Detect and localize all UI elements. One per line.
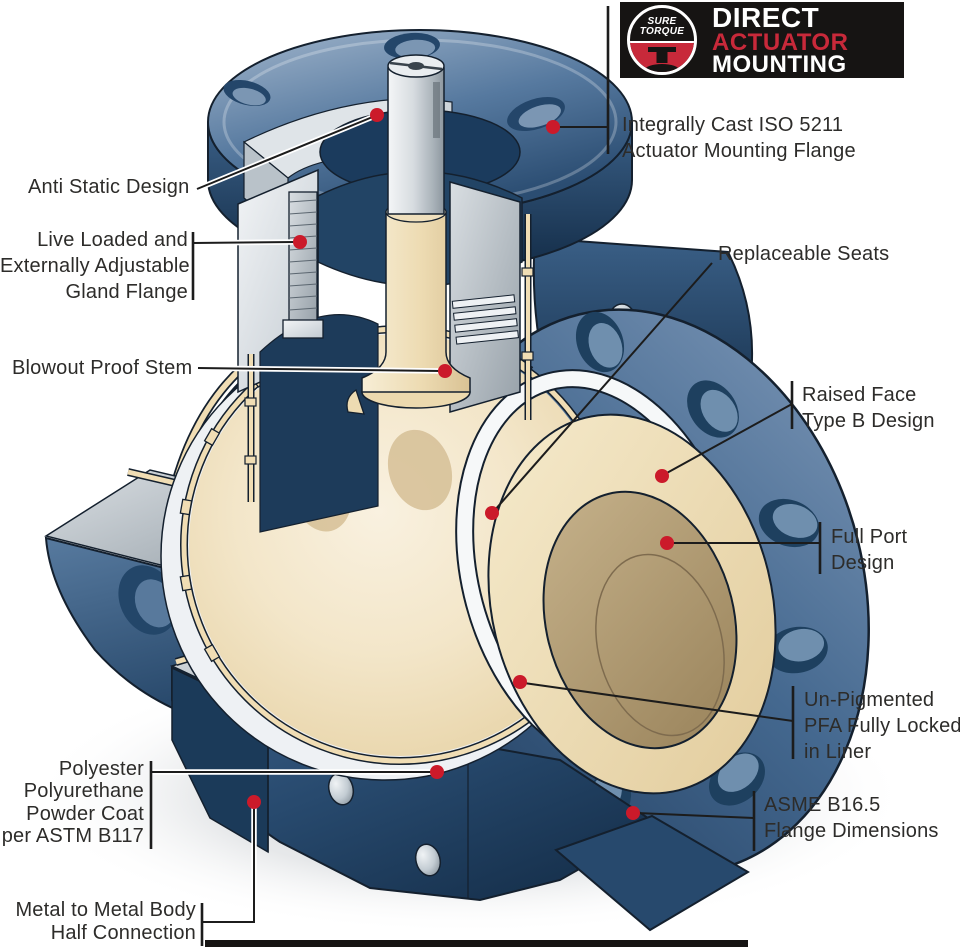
valve-stem-icon <box>648 47 676 52</box>
label-raised-face: Raised Face Type B Design <box>802 382 935 434</box>
label-line: Replaceable Seats <box>718 243 890 265</box>
label-line: Raised Face <box>802 384 917 406</box>
label-line: Blowout Proof Stem <box>12 357 193 379</box>
label-line: Gland Flange <box>65 281 188 303</box>
label-line: Live Loaded and <box>37 229 188 251</box>
label-line: Metal to Metal Body <box>15 899 196 921</box>
label-line: Un-Pigmented <box>804 689 935 711</box>
label-gland-flange: Live Loaded and Externally Adjustable Gl… <box>0 227 190 305</box>
top-flange-bolt-holes <box>223 32 565 132</box>
gland-stud <box>282 191 324 339</box>
callout-dots <box>247 108 674 820</box>
emblem-text: SURE TORQUE <box>630 17 694 37</box>
label-line: Polyester <box>58 758 144 780</box>
label-line: Anti Static Design <box>28 176 190 198</box>
bottom-foot <box>554 814 750 932</box>
label-line: ASME B16.5 <box>764 794 881 816</box>
label-line: Half Connection <box>50 922 196 944</box>
valve-stem-icon-stem <box>656 51 668 63</box>
label-line: Polyurethane <box>23 780 144 803</box>
label-line: Design <box>831 552 895 574</box>
dot-seats <box>485 506 499 520</box>
emblem-line-2: TORQUE <box>639 26 685 37</box>
label-replaceable-seats: Replaceable Seats <box>718 241 889 267</box>
dot-anti-static <box>370 108 384 122</box>
dot-full-port <box>660 536 674 550</box>
dot-powder-coat <box>430 765 444 779</box>
label-full-port: Full Port Design <box>831 524 907 576</box>
dot-flange-dims <box>626 806 640 820</box>
label-line: Full Port <box>831 526 908 548</box>
label-anti-static: Anti Static Design <box>28 174 189 200</box>
label-actuator-mounting-flange: Integrally Cast ISO 5211 Actuator Mounti… <box>622 112 856 164</box>
label-flange-dimensions: ASME B16.5 Flange Dimensions <box>764 792 939 844</box>
label-line: Type B Design <box>802 410 935 432</box>
emblem-line-1: SURE <box>647 16 677 27</box>
direct-actuator-mounting-logo: SURE TORQUE DIRECT ACTUATOR MOUNTING <box>620 2 904 78</box>
label-body-half-connection: Metal to Metal Body Half Connection <box>0 899 196 945</box>
label-line: Actuator Mounting Flange <box>622 140 856 162</box>
label-line: Powder Coat <box>26 802 144 825</box>
seat-and-raised-face <box>455 369 777 795</box>
dot-stem <box>438 364 452 378</box>
logo-line-actuator: ACTUATOR <box>712 28 849 56</box>
logo-line-direct: DIRECT <box>712 2 820 33</box>
label-line: in Liner <box>804 741 872 763</box>
live-load-springs <box>451 294 519 345</box>
valve-stem <box>346 54 471 415</box>
logo-line-mounting: MOUNTING <box>712 51 847 79</box>
valve-stem-icon-arc <box>645 64 679 72</box>
label-blowout-proof-stem: Blowout Proof Stem <box>12 355 192 381</box>
label-line: per ASTM B117 <box>1 825 144 848</box>
dot-gland-flange <box>293 235 307 249</box>
label-powder-coat: Polyester Polyurethane Powder Coat per A… <box>0 758 144 848</box>
label-line: PFA Fully Locked <box>804 715 960 737</box>
label-line: Integrally Cast ISO 5211 <box>622 114 844 136</box>
label-line: Externally Adjustable <box>0 255 190 277</box>
label-pfa-liner: Un-Pigmented PFA Fully Locked in Liner <box>804 687 960 765</box>
footer-bar <box>205 940 748 947</box>
label-line: Flange Dimensions <box>764 820 939 842</box>
logo-wordmark: DIRECT ACTUATOR MOUNTING <box>712 2 849 79</box>
dot-body-halves <box>247 795 261 809</box>
dot-actuator-flange <box>546 120 560 134</box>
dot-liner <box>513 675 527 689</box>
leader-lines <box>149 6 822 946</box>
dot-raised-face <box>655 469 669 483</box>
sure-torque-emblem-icon: SURE TORQUE <box>627 5 697 75</box>
